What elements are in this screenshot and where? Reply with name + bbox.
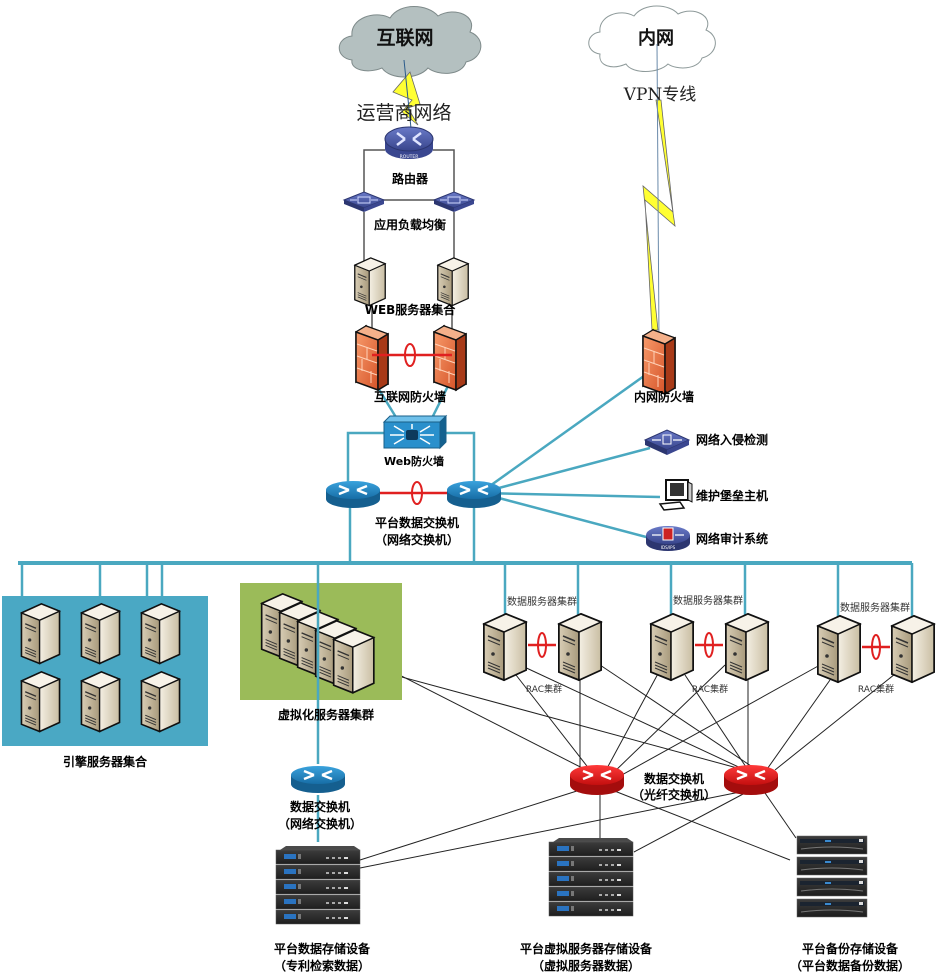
- bastion-host-label: 维护堡垒主机: [696, 488, 768, 503]
- internet-firewall-left-icon: [355, 325, 389, 391]
- bastion-host-icon: [658, 479, 693, 511]
- backup-storage-icon: [796, 835, 868, 918]
- intrusion-detection-label: 网络入侵检测: [696, 432, 768, 447]
- rac-cluster-label: RAC集群: [692, 683, 728, 695]
- network-audit-badge: IDS/IPS: [661, 545, 676, 550]
- db-server-icon: [650, 613, 694, 681]
- internet-cloud-label: 互联网: [376, 27, 433, 49]
- platform-storage-label: 平台数据存储设备: [274, 941, 371, 956]
- fiber-switch-label: 数据交换机: [644, 771, 704, 786]
- backup-storage-label: 平台备份存储设备: [802, 941, 899, 956]
- rac-cluster-label: RAC集群: [526, 683, 562, 695]
- intranet-cloud: 内网: [588, 5, 716, 72]
- engine-server-icon: [80, 671, 121, 733]
- platform-switch-label: 平台数据交换机: [375, 515, 459, 530]
- virtual-storage-sublabel: （虚拟服务器数据）: [532, 958, 640, 973]
- data-network-switch-sublabel: （网络交换机）: [278, 816, 362, 831]
- db-cluster-label: 数据服务器集群: [507, 595, 577, 608]
- backup-storage-sublabel: （平台数据备份数据）: [790, 958, 910, 973]
- firewall-ha-link: [372, 343, 452, 367]
- virtual-storage-label: 平台虚拟服务器存储设备: [520, 941, 653, 956]
- db-server-icon: [891, 615, 935, 683]
- db-server-icon: [483, 613, 527, 681]
- intranet-cloud-label: 内网: [638, 27, 674, 49]
- network-links: [18, 364, 914, 842]
- virtual-server-icon: [332, 629, 375, 694]
- web-firewall-icon: [382, 414, 448, 450]
- web-server-left-icon: [354, 257, 386, 307]
- db-server-icon: [558, 613, 602, 681]
- platform-switch-right-icon: [445, 479, 503, 510]
- network-audit-icon: IDS/IPS: [646, 526, 690, 551]
- fiber-links: [359, 662, 901, 869]
- db-cluster-label: 数据服务器集群: [673, 594, 743, 607]
- network-audit-label: 网络审计系统: [696, 531, 768, 546]
- load-balancer-right-icon: [433, 191, 475, 213]
- vpn-line-label: VPN专线: [623, 85, 697, 105]
- internet-cloud: 互联网: [338, 6, 482, 78]
- switch-ha-link: [380, 481, 447, 505]
- carrier-network-label: 运营商网络: [356, 102, 451, 124]
- web-server-right-icon: [437, 257, 469, 307]
- platform-switch-sublabel: （网络交换机）: [375, 532, 459, 547]
- engine-server-icon: [20, 603, 61, 665]
- intranet-firewall-icon: [642, 329, 676, 395]
- virtual-cluster-label: 虚拟化服务器集群: [278, 707, 374, 722]
- load-balancer-left-icon: [343, 191, 385, 213]
- data-network-switch-label: 数据交换机: [290, 799, 350, 814]
- platform-switch-left-icon: [324, 479, 382, 510]
- engine-server-icon: [140, 603, 181, 665]
- engine-servers-label: 引擎服务器集合: [63, 754, 148, 769]
- virtual-storage-icon: [548, 838, 634, 917]
- db-server-icon: [725, 613, 769, 681]
- db-cluster-3: 数据服务器集群 RAC集群: [817, 601, 935, 695]
- fiber-switch-right-icon: [722, 763, 780, 797]
- platform-storage-sublabel: （专利检索数据）: [274, 958, 370, 973]
- internet-firewall-label: 互联网防火墙: [374, 389, 446, 404]
- db-cluster-label: 数据服务器集群: [840, 601, 910, 614]
- db-cluster-2: 数据服务器集群 RAC集群: [650, 594, 769, 695]
- web-servers-label: WEB服务器集合: [365, 302, 457, 317]
- router-badge: ROUTER: [400, 154, 419, 160]
- load-balancer-label: 应用负载均衡: [374, 217, 446, 232]
- internet-firewall-right-icon: [433, 325, 467, 391]
- intranet-firewall-label: 内网防火墙: [634, 389, 694, 404]
- db-server-icon: [817, 615, 861, 683]
- platform-storage-icon: [275, 846, 361, 925]
- fiber-switch-sublabel: （光纤交换机）: [632, 787, 716, 802]
- fiber-switch-left-icon: [568, 763, 626, 797]
- db-cluster-1: 数据服务器集群 RAC集群: [483, 595, 602, 695]
- intrusion-detection-icon: [643, 429, 691, 455]
- web-firewall-label: Web防火墙: [384, 454, 444, 468]
- router-label: 路由器: [392, 171, 429, 186]
- router-icon: ROUTER: [384, 126, 434, 160]
- engine-server-icon: [20, 671, 61, 733]
- data-network-switch-icon: [289, 764, 347, 795]
- carrier-lightning-icon: [392, 59, 421, 139]
- rac-cluster-label: RAC集群: [858, 683, 894, 695]
- engine-server-icon: [80, 603, 121, 665]
- engine-server-icon: [140, 671, 181, 733]
